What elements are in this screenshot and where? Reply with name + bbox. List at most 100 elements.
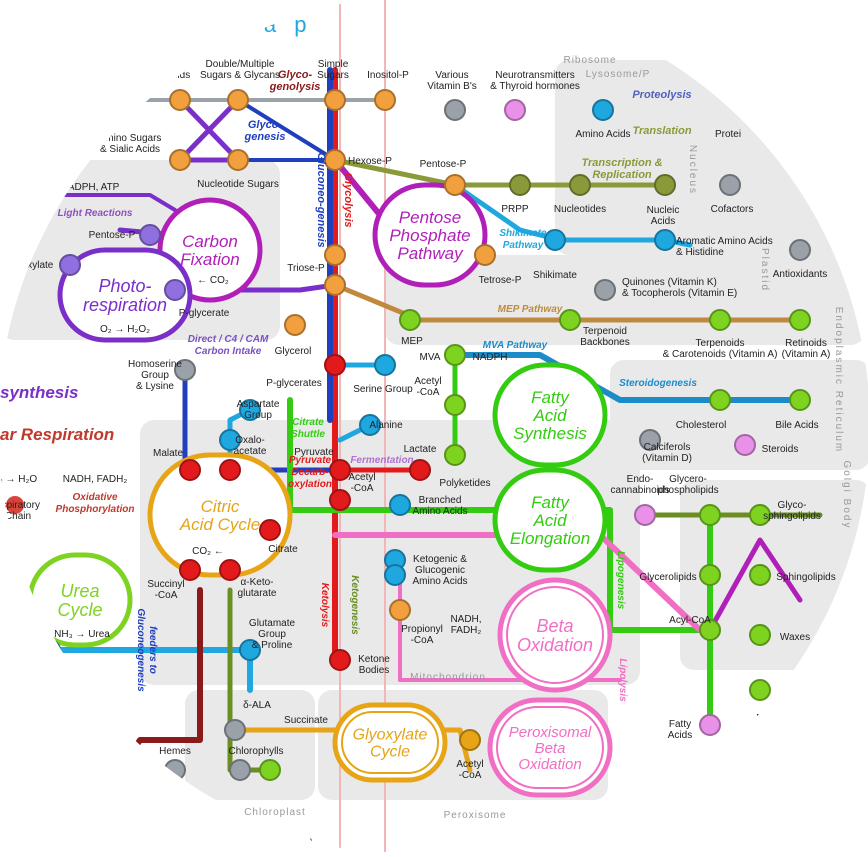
label-line: Poly (756, 713, 775, 724)
metabolite-node (104, 759, 126, 781)
label-line: Retinoids (785, 338, 827, 349)
compartment-peroxisome-label: Peroxisome (444, 810, 507, 821)
metabolite-node (239, 639, 261, 661)
metabolite-node (699, 714, 721, 736)
label-line: Triose-P (287, 263, 325, 274)
metabolite-label-nadph: NADPH (472, 352, 507, 363)
metabolite-node (324, 149, 346, 171)
metabolite-node (174, 359, 196, 381)
metabolite-label-nadh-fadh2-b: NADH,FADH₂ (450, 614, 481, 636)
label-line: amin C) (102, 68, 137, 79)
label-line: NADPH (472, 352, 507, 363)
metabolite-label-photosystems: otosystems (0, 220, 45, 231)
label-line: P-glycerates (266, 378, 322, 389)
glycogenesis-label: Glyco-genesis (244, 119, 286, 143)
label-line: Lipolysis (617, 658, 628, 702)
label-line: Oxidative (72, 492, 117, 503)
metabolite-label-malate: Malate (153, 448, 183, 459)
photorespiration-cycle-label: Photo-respiration (83, 276, 167, 315)
metabolite-node (444, 174, 466, 196)
label-line: Fatty (531, 493, 570, 512)
metabolite-node (709, 309, 731, 331)
metabolite-label-h2o: ₂ → H₂O (0, 474, 37, 485)
label-line: Acetyl (348, 472, 375, 483)
label-line: Decarb- (291, 467, 329, 478)
metabolite-label-lactate: Lactate (404, 444, 437, 455)
label-line: Carbon (182, 232, 238, 251)
label-line: FADH₂ (451, 625, 482, 636)
label-line: & Thyroid hormones (490, 81, 580, 92)
transcription-label: Transcription &Replication (581, 157, 662, 181)
fermentation-label: Fermentation (350, 455, 413, 466)
label-line: Sugar (165, 59, 192, 70)
label-line: Bile Acids (775, 420, 818, 431)
label-line: otosystems (0, 220, 45, 231)
metabolite-node (324, 274, 346, 296)
metabolite-node (259, 759, 281, 781)
label-line: & Tocopherols (Vitamin E) (622, 288, 737, 299)
label-line: Glyoxylate (353, 727, 428, 744)
label-line: Pigments (99, 743, 141, 754)
proteolysis-label: Proteolysis (632, 89, 691, 101)
label-line: Acetyl (456, 759, 483, 770)
label-line: Golgi Body (841, 461, 852, 530)
label-line: genolysis (269, 81, 321, 93)
label-line: PRPP (501, 204, 529, 215)
peroxisomal-beta-oxidation-cycle (487, 697, 613, 798)
metabolite-label-calciferols: Calciferols(Vitamin D) (642, 442, 692, 464)
glycolysis-label: Glycolysis (342, 172, 354, 227)
metabolite-node (634, 504, 656, 526)
metabolite-label-nadh-fadh2: NADH, FADH₂ (63, 474, 128, 485)
metabolite-label-chlorophylls: Chlorophylls (228, 746, 283, 757)
compartment-mitochondrion-label: Mitochondrion (410, 672, 486, 683)
label-line: Sugars (317, 70, 349, 81)
label-line: Endo- (627, 474, 654, 485)
label-line: Cycle (57, 600, 102, 620)
label-line: Glyco- (248, 119, 283, 131)
label-line: Amino Acids (412, 576, 467, 587)
label-line: Bile (112, 732, 129, 743)
compartment-chloroplast (185, 690, 315, 800)
label-line: Polyketides (439, 478, 490, 489)
glyoxylate-cycle (332, 702, 448, 783)
label-line: Glyco- (778, 500, 807, 511)
label-line: genesis (244, 131, 286, 143)
label-line: Carbon Intake (195, 346, 262, 357)
label-line: -CoA (417, 387, 440, 398)
metabolite-label-co2-cf: ← CO₂ (197, 275, 229, 286)
metabolite-label-waxes: Waxes (780, 632, 810, 643)
label-line: Citric (201, 497, 240, 516)
metabolite-label-nucleotide-sugars: Nucleotide Sugars (197, 179, 279, 190)
label-line: Acyl-CoA (669, 615, 711, 626)
label-line: Backbones (580, 337, 629, 348)
metabolite-label-shikimate: Shikimate (533, 270, 577, 281)
metabolite-node (4, 184, 26, 206)
label-line: Phosphorylation (56, 504, 135, 515)
metabolite-label-terpenoids: Terpenoids& Carotenoids (Vitamin A) (663, 338, 778, 360)
label-line: es (3, 679, 14, 690)
label-line: Nucleotides (554, 204, 606, 215)
label-line: Elongation (510, 529, 590, 548)
photosystem-icon (7, 187, 23, 203)
metabolite-label-succinyl: Succinyl-CoA (147, 579, 184, 601)
metabolite-label-pentose-p-cf: Pentose-P (89, 230, 136, 241)
metabolite-label-acetyl-coa-2: Acetyl-CoA (348, 472, 375, 494)
label-line: & Carotenoids (Vitamin A) (663, 349, 778, 360)
label-line: (Vitamin B₁₂) (257, 838, 314, 849)
metabolite-node (164, 279, 186, 301)
metabolite-node (594, 279, 616, 301)
label-line: Amino Sugars (99, 133, 162, 144)
metabolite-label-amino-acids: Amino Acids (575, 129, 630, 140)
metabolite-label-p-glycerate: P-glycerate (179, 308, 230, 319)
label-line: Branched (419, 495, 462, 506)
metabolite-node (734, 434, 756, 456)
